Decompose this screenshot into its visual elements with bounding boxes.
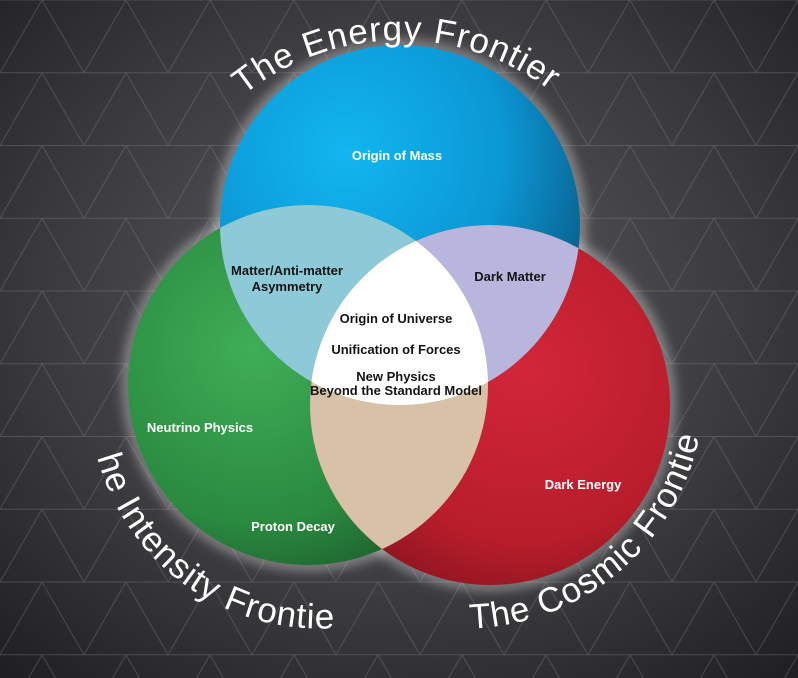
label-origin-of-universe: Origin of Universe: [340, 311, 453, 326]
label-dark-energy: Dark Energy: [545, 477, 622, 492]
label-beyond-standard-model: Beyond the Standard Model: [310, 383, 482, 398]
label-proton-decay: Proton Decay: [251, 519, 336, 534]
label-dark-matter: Dark Matter: [474, 269, 546, 284]
label-unification-of-forces: Unification of Forces: [331, 342, 460, 357]
label-new-physics: New Physics: [356, 369, 436, 384]
center-overlap: [310, 225, 488, 405]
label-matter-antimatter: Matter/Anti-matter: [231, 263, 343, 278]
label-origin-of-mass: Origin of Mass: [352, 148, 442, 163]
label-asymmetry: Asymmetry: [252, 279, 324, 294]
label-neutrino-physics: Neutrino Physics: [147, 420, 253, 435]
